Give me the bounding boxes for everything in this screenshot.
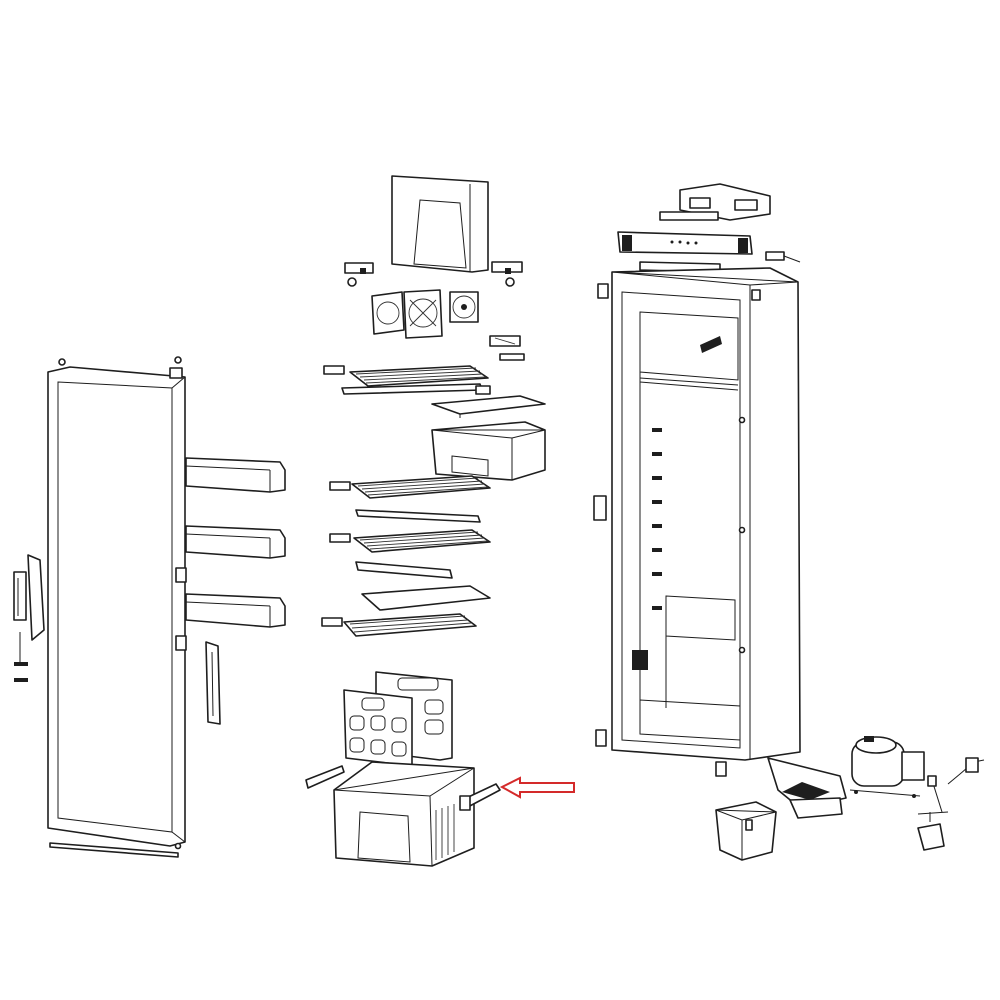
basket-slide-rail-left [305, 765, 345, 789]
door-screws [14, 632, 28, 682]
door-bin [185, 457, 286, 493]
door-mid-bracket [175, 567, 187, 583]
cabinet-hinge-top [597, 283, 609, 299]
cabinet-hinge-bottom [595, 729, 607, 747]
wire-shelf [329, 529, 491, 579]
shelf-clip [329, 481, 351, 491]
door-assembly [13, 356, 286, 858]
arrow-left-icon [499, 776, 575, 799]
shelf-rail [355, 561, 453, 579]
wire-shelf [321, 613, 477, 637]
door-handle-right [205, 641, 221, 725]
crisper-cover [431, 385, 546, 418]
wire-connector [765, 251, 785, 261]
thermostat-sensor [489, 335, 525, 361]
control-panel-display [617, 231, 801, 273]
evaporation-tray [767, 757, 847, 819]
door-top-hinge [169, 367, 183, 379]
door-handle-left [13, 554, 45, 641]
door-hinge-pin [58, 358, 66, 366]
shelf-rail [355, 509, 481, 523]
freezer-basket-slide-rail [459, 783, 501, 811]
door-bin [185, 525, 286, 559]
cabinet-body [593, 267, 801, 777]
shelf-rail [341, 383, 483, 395]
drain-plate [632, 650, 648, 670]
fan-brackets [344, 261, 523, 287]
crisper-drawer [431, 421, 546, 481]
door-mid-bracket [175, 635, 187, 651]
basket-divider-front [343, 689, 413, 767]
air-duct-cover [391, 175, 489, 273]
shelf-clip [329, 533, 351, 543]
start-relay [917, 812, 945, 851]
door-hinge-pin [174, 356, 182, 364]
ice-bucket [715, 801, 777, 861]
cabinet-assembly [593, 183, 801, 777]
interior-parts [305, 175, 575, 867]
control-panel-top [659, 183, 771, 221]
leveling-foot [715, 761, 727, 777]
cabinet-hinge-mid [593, 495, 607, 521]
shelf-clip [321, 617, 343, 627]
glass-shelf [361, 585, 491, 611]
door-bottom-gasket-strip [49, 842, 179, 858]
wire-shelf [329, 475, 491, 523]
wire-shelf [323, 365, 489, 395]
fan-motor [449, 291, 479, 323]
freezer-basket [333, 761, 475, 867]
power-cord [917, 757, 985, 815]
shelf-clip [323, 365, 345, 375]
evaporator-fan-housing [371, 289, 443, 339]
mechanical-parts [715, 736, 985, 861]
door-bin [185, 593, 286, 628]
compressor [849, 736, 925, 798]
door-panel [47, 366, 186, 847]
shelf-supports [652, 428, 662, 610]
